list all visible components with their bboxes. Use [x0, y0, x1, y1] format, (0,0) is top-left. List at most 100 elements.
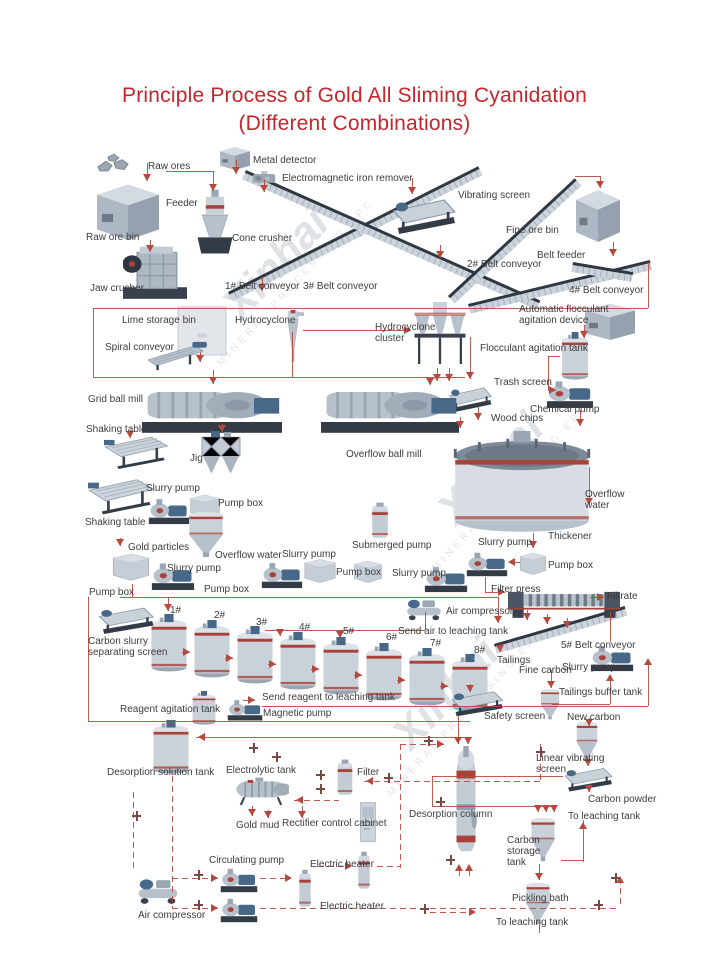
label-slurry-pump: Slurry pump	[392, 568, 446, 579]
flow-line-dashed	[377, 866, 400, 867]
leaching-tank-4-icon	[275, 632, 321, 690]
flow-arrow-d	[426, 378, 434, 385]
label-spiral-conveyor: Spiral conveyor	[105, 342, 174, 353]
flow-arrow-r	[597, 593, 604, 601]
electric-heater-left-icon	[294, 868, 316, 910]
label-linear-vibrating-screen: Linear vibrating screen	[536, 753, 605, 776]
flow-arrow-d	[336, 631, 344, 638]
label-raw-ores: Raw ores	[148, 161, 191, 172]
valve-tee	[384, 777, 393, 779]
leaching-tank-2-icon	[189, 620, 235, 678]
label-wood-chips: Wood chips	[491, 413, 544, 424]
label-filter-press: Filter press	[491, 584, 541, 595]
flow-arrow-d	[209, 184, 217, 191]
flow-line	[265, 630, 425, 631]
flow-line	[648, 660, 649, 706]
raw-ore-bin-icon	[97, 182, 159, 240]
flow-line	[262, 706, 648, 707]
flow-arrow-d	[584, 759, 592, 766]
label-automatic-flocculant-agitation-dev: Automatic flocculant agitation device	[519, 304, 609, 327]
flow-arrow-d	[494, 616, 502, 623]
flow-arrow-u	[465, 864, 473, 871]
flow-line-dashed	[430, 912, 474, 913]
filter-unit-icon	[331, 758, 359, 798]
flow-arrow-r	[355, 671, 362, 679]
label-carbon-powder: Carbon powder	[588, 794, 657, 805]
flow-arrow-d	[563, 621, 571, 628]
carbon-slurry-screen-icon	[97, 602, 157, 640]
label-5-belt-conveyor: 5# Belt conveyor	[561, 640, 636, 651]
flow-arrow-d	[547, 681, 555, 688]
rectifier-cabinet-icon	[356, 801, 380, 843]
submerged-pump-icon	[365, 501, 395, 541]
flow-line-dashed	[400, 744, 444, 745]
label-jaw-crusher: Jaw crusher	[90, 283, 144, 294]
flow-line-dashed	[260, 878, 290, 879]
flow-line-dashed	[133, 792, 134, 870]
flow-arrow-d	[456, 421, 464, 428]
hydrocyclone-icon	[281, 310, 305, 364]
flow-arrow-d	[550, 805, 558, 812]
label-overflow-water: Overflow water	[585, 489, 625, 512]
air-compressor-2-icon	[134, 870, 182, 906]
valve-tee	[424, 740, 433, 742]
flow-line	[610, 676, 611, 704]
valve-tee	[536, 751, 545, 753]
flow-arrow-d	[576, 419, 584, 426]
flow-arrow-r	[437, 740, 444, 748]
label-gold-particles: Gold particles	[128, 542, 190, 553]
label-grid-ball-mill: Grid ball mill	[88, 394, 144, 405]
raw-ores-icon	[94, 150, 134, 178]
flow-arrow-d	[464, 737, 472, 744]
flow-line	[93, 308, 648, 309]
flow-arrow-d	[218, 425, 226, 432]
label-6: 6#	[386, 632, 398, 643]
label-send-air-to-leaching-tank: Send air to leaching tank	[398, 626, 509, 637]
slurry-pump-5-icon	[590, 641, 634, 673]
label-cone-crusher: Cone crusher	[232, 233, 293, 244]
flow-arrow-d	[585, 498, 593, 505]
valve-tee	[194, 904, 203, 906]
flow-arrow-r	[345, 862, 352, 870]
label-5: 5#	[343, 626, 355, 637]
flow-arrow-d	[260, 185, 268, 192]
label-pump-box: Pump box	[336, 567, 382, 578]
label-reagent-agitation-tank: Reagent agitation tank	[120, 704, 221, 715]
valve-tee	[132, 815, 141, 817]
flow-arrow-d	[542, 805, 550, 812]
flow-line	[552, 704, 610, 705]
flow-arrow-u	[606, 674, 614, 681]
label-slurry-pump: Slurry pump	[167, 563, 221, 574]
pickling-bath-icon	[520, 881, 556, 925]
flow-arrow-d	[585, 719, 593, 726]
label-submerged-pump: Submerged pump	[352, 540, 432, 551]
flow-arrow-d	[474, 413, 482, 420]
flow-line	[548, 356, 549, 390]
flow-line	[88, 597, 89, 721]
label-overflow-ball-mill: Overflow ball mill	[346, 449, 422, 460]
label-electric-heater: Electric heater	[310, 859, 374, 870]
spiral-conveyor-icon	[147, 340, 208, 372]
label-shaking-table: Shaking table	[85, 517, 146, 528]
flow-line	[580, 410, 581, 426]
label-overflow-water: Overflow water	[215, 550, 282, 561]
flow-arrow-r	[398, 676, 405, 684]
label-3-belt-conveyor: 3# Belt conveyor	[303, 281, 378, 292]
flow-arrow-r	[269, 660, 276, 668]
electric-heater-right-icon	[353, 850, 375, 892]
flow-line	[93, 308, 94, 377]
flow-arrow-d	[258, 284, 266, 291]
valve-tee	[249, 747, 258, 749]
circulating-pump-2-icon	[220, 894, 258, 924]
flow-line	[432, 776, 563, 777]
cone-crusher-icon	[192, 187, 238, 257]
flow-line	[469, 868, 470, 876]
valve-tee	[194, 874, 203, 876]
flow-arrow-r	[404, 326, 411, 334]
flow-arrow-r	[183, 648, 190, 656]
label-gold-mud: Gold mud	[236, 820, 280, 831]
label-pump-box: Pump box	[548, 560, 594, 571]
label-flocculant-agitation-tank: Flocculant agitation tank	[480, 343, 588, 354]
label-circulating-pump: Circulating pump	[209, 855, 285, 866]
